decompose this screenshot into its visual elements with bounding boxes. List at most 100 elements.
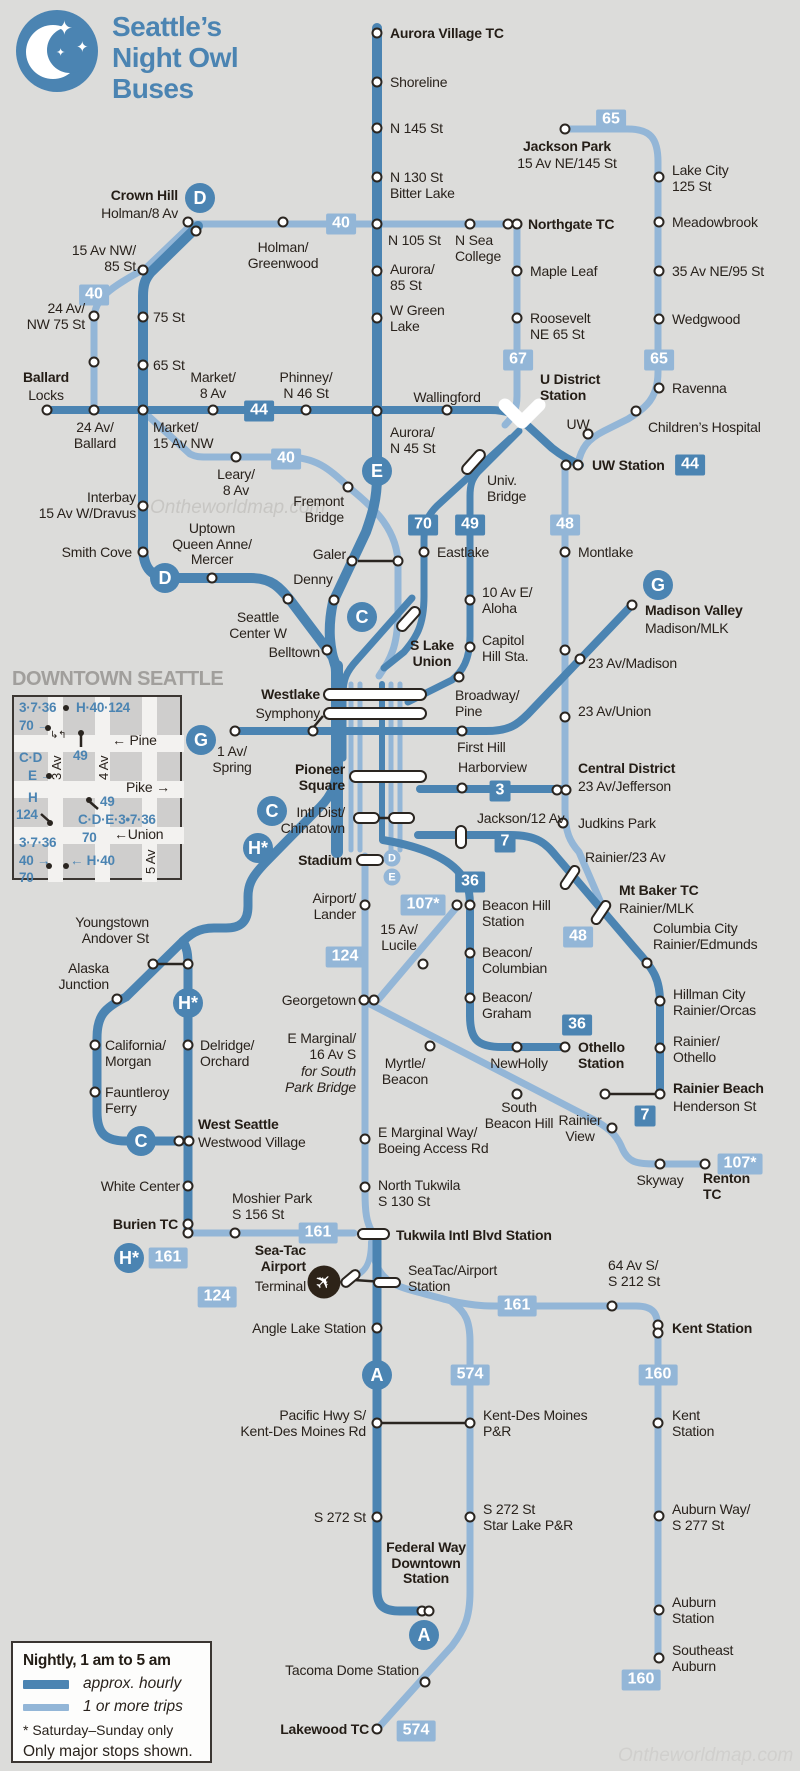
- dark-line-swatch: [23, 1679, 69, 1689]
- station-stop: [599, 1088, 611, 1100]
- station-label: SeaTac/Airport Station: [408, 1262, 498, 1294]
- station-label: N 130 St Bitter Lake: [390, 169, 455, 201]
- station-label: Wallingford: [413, 389, 481, 405]
- station-stop: [451, 899, 463, 911]
- station-stop: [137, 359, 149, 371]
- station-label: Westlake: [261, 686, 320, 702]
- station-stop: [652, 1417, 664, 1429]
- route-badge-124: 124: [197, 1286, 237, 1308]
- station-label: Shoreline: [390, 74, 448, 90]
- station-label: Aurora Village TC: [390, 25, 504, 41]
- station-label: Harborview: [458, 759, 527, 775]
- station-pill: [373, 1276, 401, 1288]
- station-label: Denny: [293, 571, 333, 587]
- route-letter-badge-G: G: [186, 725, 216, 755]
- station-label: Mt Baker TC: [619, 882, 699, 898]
- station-stop: [456, 782, 468, 794]
- station-label: U District Station: [540, 371, 601, 403]
- station-label: 75 St: [153, 309, 185, 325]
- station-stop: [511, 312, 523, 324]
- station-stop: [359, 1181, 371, 1193]
- station-label: Myrtle/ Beacon: [381, 1055, 429, 1087]
- inset-stop-dot: [47, 820, 53, 826]
- station-label: Terminal: [254, 1278, 307, 1294]
- station-label: Meadowbrook: [672, 214, 758, 230]
- station-stop: [328, 594, 340, 606]
- station-label: Kent Station: [672, 1320, 753, 1336]
- street-band: [14, 827, 184, 844]
- station-stop: [147, 958, 159, 970]
- station-label: Galer: [312, 546, 346, 562]
- station-stop: [371, 405, 383, 417]
- station-stop: [88, 310, 100, 322]
- station-stop: [206, 572, 218, 584]
- station-label: Hillman City Rainier/Orcas: [673, 986, 756, 1018]
- station-label: West Seattle: [198, 1116, 279, 1132]
- light-line-label: 1 or more trips: [83, 1698, 183, 1715]
- station-stop: [653, 382, 665, 394]
- inset-label: 3·7·36: [19, 700, 57, 715]
- route-letter-badge-A: A: [362, 1360, 392, 1390]
- route-badge-48: 48: [563, 926, 593, 948]
- legend: Nightly, 1 am to 5 am approx. hourly 1 o…: [11, 1641, 212, 1763]
- station-label: First Hill: [457, 739, 506, 755]
- station-stop: [182, 1039, 194, 1051]
- station-stop: [182, 1227, 194, 1239]
- station-stop: [559, 711, 571, 723]
- route-badge-161: 161: [497, 1295, 537, 1317]
- station-stop: [88, 356, 100, 368]
- station-label: 15 Av/ Lucile: [380, 921, 418, 953]
- station-stop: [371, 218, 383, 230]
- station-label: Fremont Bridge: [293, 493, 344, 525]
- station-label: South Beacon Hill: [484, 1099, 554, 1131]
- station-stop: [229, 725, 241, 737]
- station-stop: [464, 992, 476, 1004]
- station-label: Burien TC: [112, 1216, 178, 1232]
- dark-line-label: approx. hourly: [83, 1675, 182, 1692]
- station-label: W Green Lake: [390, 302, 445, 334]
- route-badge-49: 49: [455, 514, 485, 536]
- station-label: Kent Station: [672, 1407, 715, 1439]
- downtown-inset: [12, 695, 184, 882]
- inset-label: 4 Av: [96, 755, 111, 780]
- station-stop: [371, 171, 383, 183]
- station-label: Beacon Hill Station: [482, 897, 551, 929]
- station-label: 64 Av S/ S 212 St: [608, 1257, 661, 1289]
- inset-label: 49: [100, 794, 115, 809]
- route-badge-36: 36: [562, 1014, 592, 1036]
- station-stop: [653, 216, 665, 228]
- station-label: Auburn Station: [672, 1594, 716, 1626]
- station-stop: [207, 404, 219, 416]
- station-stop: [654, 995, 666, 1007]
- station-stop: [453, 671, 465, 683]
- station-stop: [559, 644, 571, 656]
- station-stop: [464, 218, 476, 230]
- station-pill: [349, 769, 427, 783]
- inset-stop-dot: [86, 797, 92, 803]
- station-pill: [455, 825, 467, 849]
- street-band: [14, 735, 184, 752]
- inset-label: C·D·E·3•7·36: [78, 812, 156, 827]
- route-badge-67: 67: [503, 349, 533, 371]
- route-letter-badge-D: D: [185, 183, 215, 213]
- station-label: Lakewood TC: [280, 1721, 369, 1737]
- station-stop: [464, 1417, 476, 1429]
- station-label: White Center: [100, 1178, 180, 1194]
- station-label: E Marginal Way/ Boeing Access Rd: [378, 1124, 489, 1156]
- station-label: Othello Station: [578, 1039, 625, 1071]
- station-stop: [423, 1605, 435, 1617]
- station-stop: [574, 653, 586, 665]
- route-badge-40: 40: [271, 448, 301, 470]
- station-label: Ravenna: [672, 380, 727, 396]
- station-label: Phinney/ N 46 St: [279, 369, 333, 401]
- station-label: N 145 St: [390, 120, 443, 136]
- station-stop: [137, 311, 149, 323]
- watermark: Ontheworldmap.com: [618, 1745, 794, 1766]
- route-letter-badge-D: D: [150, 563, 180, 593]
- inset-stop-dot: [45, 725, 51, 731]
- station-label: Ballard: [22, 369, 70, 385]
- inset-label: Pike →: [126, 779, 170, 795]
- legend-note-weekend: * Saturday–Sunday only: [23, 1722, 174, 1738]
- station-label: Roosevelt NE 65 St: [530, 310, 591, 342]
